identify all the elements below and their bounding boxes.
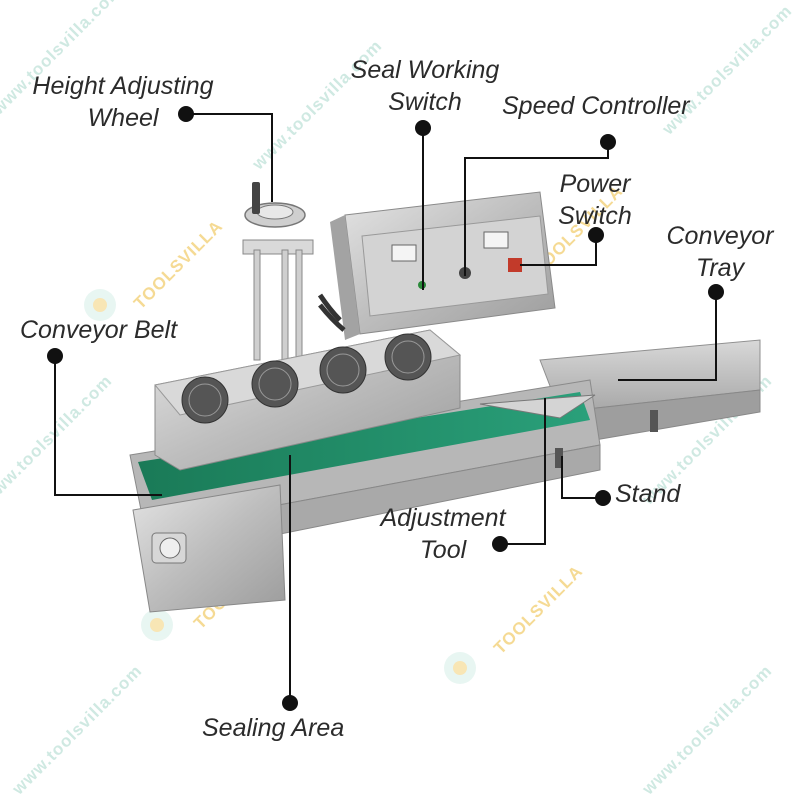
label-stand: Stand <box>615 480 681 508</box>
leader-stand <box>561 456 603 499</box>
label-height-adjusting-wheel: Height Adjusting Wheel <box>18 70 228 134</box>
control-box-shape <box>330 191 556 340</box>
conveyor-tray-shape <box>539 339 761 452</box>
label-speed-controller: Speed Controller <box>502 92 690 120</box>
dot-height-wheel <box>178 106 194 122</box>
adjustment-tool-shape <box>479 394 596 419</box>
height-column-shape <box>242 182 346 361</box>
label-line: Power <box>559 170 631 198</box>
leader-height-wheel <box>186 113 273 202</box>
label-seal-working-switch: Seal Working Switch <box>330 54 520 118</box>
dot-adjustment-tool <box>492 536 508 552</box>
label-power-switch: Power Switch <box>545 168 645 232</box>
label-line: Switch <box>558 202 632 230</box>
leader-power-switch <box>520 235 597 266</box>
label-adjustment-tool: Adjustment Tool <box>368 502 518 566</box>
leader-conveyor-belt <box>54 356 162 496</box>
dot-power-switch <box>588 227 604 243</box>
stand-leg <box>555 448 563 468</box>
label-line: Height Adjusting <box>32 72 214 100</box>
label-line: Seal Working <box>350 56 500 84</box>
leader-adjustment-tool <box>500 398 546 545</box>
dot-sealing-area <box>282 695 298 711</box>
label-conveyor-tray: Conveyor Tray <box>655 220 785 284</box>
leader-lines <box>54 113 717 703</box>
label-line: Switch <box>388 88 462 116</box>
label-line: Wheel <box>87 104 159 132</box>
dot-conveyor-belt <box>47 348 63 364</box>
power-switch-button <box>508 258 522 272</box>
label-sealing-area: Sealing Area <box>202 714 345 742</box>
conveyor-base-shape <box>129 379 601 613</box>
leader-dots <box>47 106 724 711</box>
dot-stand <box>595 490 611 506</box>
meter-left <box>391 244 417 262</box>
label-line: Adjustment <box>380 504 506 532</box>
dot-speed-controller <box>600 134 616 150</box>
label-line: Tray <box>695 254 745 282</box>
dot-conveyor-tray <box>708 284 724 300</box>
label-conveyor-belt: Conveyor Belt <box>20 316 178 344</box>
leader-conveyor-tray <box>618 292 717 381</box>
label-line: Conveyor <box>666 222 774 250</box>
dot-seal-working <box>415 120 431 136</box>
sealing-head-shape <box>154 329 462 471</box>
label-line: Tool <box>419 536 467 564</box>
meter-right <box>483 231 509 249</box>
